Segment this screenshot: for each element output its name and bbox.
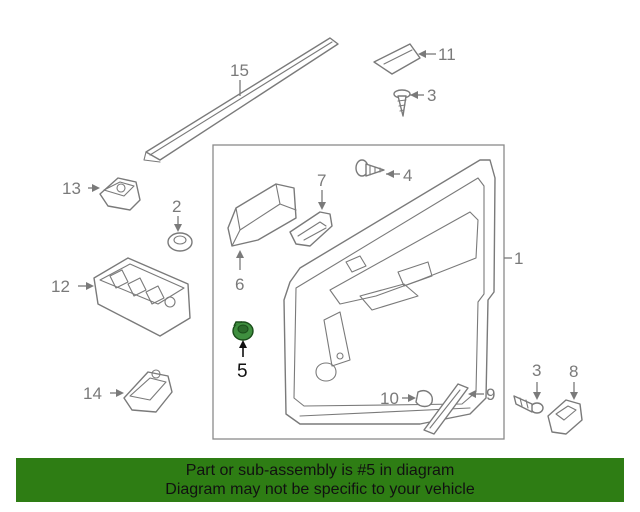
callout-7: 7 <box>317 171 326 190</box>
part-3-screw-top[interactable] <box>393 89 411 117</box>
arrow-3-top <box>410 91 418 99</box>
arrow-7 <box>318 202 326 210</box>
arrow-10 <box>408 394 416 402</box>
callout-11: 11 <box>438 45 456 64</box>
part-6-bracket[interactable] <box>227 183 297 247</box>
arrow-8 <box>570 392 578 400</box>
arrow-13 <box>92 184 100 192</box>
callout-6: 6 <box>235 275 244 294</box>
arrow-3-bottom <box>533 392 541 400</box>
part-2-grommet[interactable] <box>167 232 193 252</box>
arrow-2 <box>174 224 182 232</box>
part-8-end-cap[interactable] <box>547 399 583 435</box>
info-banner: Part or sub-assembly is #5 in diagram Di… <box>16 458 624 502</box>
arrow-12 <box>86 282 94 290</box>
part-4-screw[interactable] <box>355 159 385 177</box>
callout-2: 2 <box>172 197 181 216</box>
part-7-inner-handle[interactable] <box>289 211 333 247</box>
banner-line-2: Diagram may not be specific to your vehi… <box>165 481 475 498</box>
part-14-switch[interactable] <box>123 369 173 413</box>
arrow-6 <box>236 250 244 258</box>
callout-5: 5 <box>237 361 248 382</box>
part-1-door-trim-panel[interactable] <box>283 159 496 425</box>
callout-10: 10 <box>380 389 399 408</box>
part-13-switch[interactable] <box>99 177 141 211</box>
part-12-window-switch[interactable] <box>93 257 191 337</box>
callout-12: 12 <box>51 277 70 296</box>
assembly-frame <box>212 144 505 440</box>
arrow-14 <box>116 389 124 397</box>
callout-14: 14 <box>83 384 102 403</box>
arrow-5 <box>239 340 247 348</box>
callout-4: 4 <box>403 166 412 185</box>
part-10-cap[interactable] <box>415 390 433 408</box>
callout-1: 1 <box>514 249 523 268</box>
part-3-screw-bottom[interactable] <box>513 395 544 414</box>
part-5-clip-highlighted[interactable] <box>232 321 254 341</box>
arrow-11 <box>418 50 426 58</box>
callout-13: 13 <box>62 179 81 198</box>
arrow-4 <box>386 170 394 178</box>
callout-3-top: 3 <box>427 86 436 105</box>
arrow-9 <box>468 390 476 398</box>
callout-8: 8 <box>569 362 578 381</box>
part-15-belt-molding[interactable] <box>143 37 339 163</box>
banner-line-1: Part or sub-assembly is #5 in diagram <box>185 462 455 479</box>
part-11-trim-piece[interactable] <box>373 43 421 75</box>
callout-9: 9 <box>486 385 495 404</box>
part-9-reflector[interactable] <box>423 383 469 435</box>
callout-3-bottom: 3 <box>532 361 541 380</box>
callout-15: 15 <box>230 61 249 80</box>
